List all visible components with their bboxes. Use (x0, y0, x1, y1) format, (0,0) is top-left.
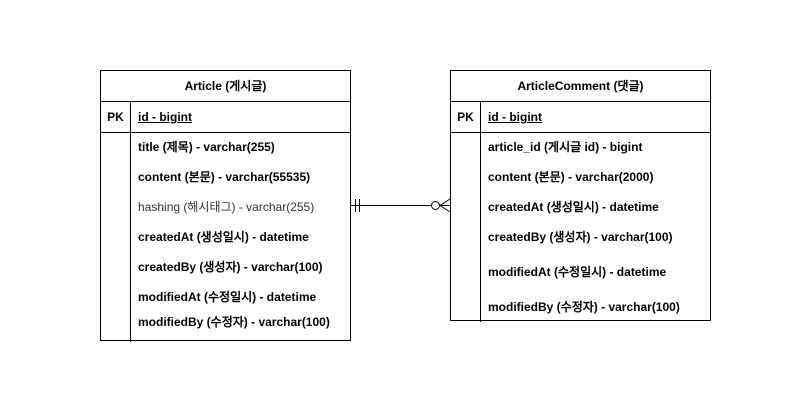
article-comment-gutter (451, 133, 481, 322)
article-comment-field-created-at: createdAt (생성일시) - datetime (488, 200, 659, 214)
article-field-created-at: createdAt (생성일시) - datetime (138, 230, 309, 244)
article-comment-entity-title: ArticleComment (댓글) (451, 71, 710, 102)
article-pk-label: PK (101, 102, 131, 132)
article-entity-title: Article (게시글) (101, 71, 350, 102)
article-comment-pk-field: id - bigint (488, 110, 542, 124)
article-pk-row: PK id - bigint (101, 102, 350, 133)
article-comment-entity[interactable]: ArticleComment (댓글) PK id - bigint artic… (450, 70, 711, 322)
article-gutter (101, 133, 131, 342)
article-fields: title (제목) - varchar(255) content (본문) -… (101, 133, 350, 342)
article-comment-pk-label: PK (451, 102, 481, 132)
article-comment-pk-row: PK id - bigint (451, 102, 710, 133)
article-pk-field: id - bigint (138, 110, 192, 124)
crow-foot-top (439, 198, 451, 206)
article-comment-field-created-by: createdBy (생성자) - varchar(100) (488, 230, 673, 244)
article-comment-field-modified-by: modifiedBy (수정자) - varchar(100) (488, 300, 680, 314)
zero-circle (431, 201, 440, 210)
article-field-hashing: hashing (해시태그) - varchar(255) (138, 200, 315, 214)
article-field-title: title (제목) - varchar(255) (138, 140, 275, 154)
article-comment-fields: article_id (게시글 id) - bigint content (본문… (451, 133, 710, 322)
article-field-modified-by: modifiedBy (수정자) - varchar(100) (138, 315, 330, 329)
article-comment-field-content: content (본문) - varchar(2000) (488, 170, 654, 184)
article-comment-field-modified-at: modifiedAt (수정일시) - datetime (488, 265, 667, 279)
article-field-content: content (본문) - varchar(55535) (138, 170, 311, 184)
article-entity[interactable]: Article (게시글) PK id - bigint title (제목) … (100, 70, 351, 342)
article-field-created-by: createdBy (생성자) - varchar(100) (138, 260, 323, 274)
crow-foot-bottom (439, 205, 451, 213)
article-field-modified-at: modifiedAt (수정일시) - datetime (138, 290, 317, 304)
article-comment-field-article-id: article_id (게시글 id) - bigint (488, 140, 643, 154)
